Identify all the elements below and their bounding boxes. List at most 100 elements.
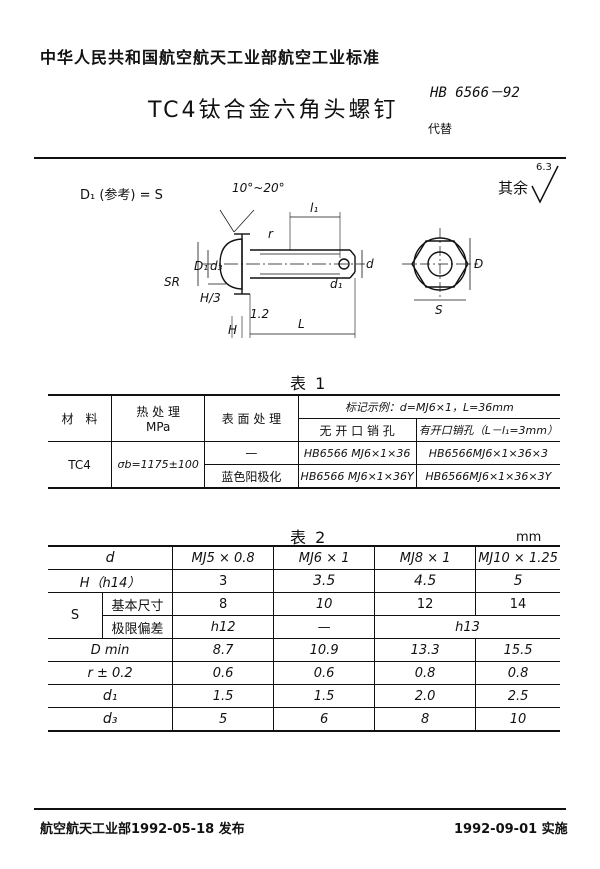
row-label-S-tolerance: 极限偏差 — [102, 615, 174, 639]
issuing-organization: 中华人民共和国航空航天工业部航空工业标准 — [40, 48, 381, 67]
header-size: MJ5 × 0.8 — [172, 546, 275, 570]
d-label: d — [366, 257, 374, 271]
table1-caption: 表 1 — [290, 374, 328, 393]
header-size: MJ8 × 1 — [374, 546, 477, 570]
row-label-r: r ± 0.2 — [48, 661, 174, 685]
cell-no-hole: HB6566 MJ6×1×36 — [297, 441, 417, 465]
roughness-value: 6.3 — [536, 162, 552, 173]
cell-value: 1.5 — [273, 684, 376, 708]
header-size: MJ10 × 1.25 — [475, 546, 560, 570]
implementation-date: 1992-09-01 实施 — [454, 822, 568, 837]
table-row: TC4 σb=1175±100 — HB6566 MJ6×1×36 HB6566… — [48, 441, 560, 489]
issue-date: 航空航天工业部1992-05-18 发布 — [40, 822, 245, 837]
cell-value: h13 — [374, 615, 560, 639]
cell-value: 1.5 — [172, 684, 275, 708]
chamfer-label: 1.2 — [250, 307, 269, 321]
H-label: H — [228, 323, 237, 337]
standard-number: HB 6566－92 — [430, 85, 520, 101]
d3-label: d₃ — [210, 259, 223, 273]
cell-value: 3.5 — [273, 569, 376, 593]
cell-value: 4.5 — [374, 569, 477, 593]
cell-with-hole: HB6566MJ6×1×36×3Y — [415, 464, 560, 488]
cell-heat-treatment: σb=1175±100 — [111, 441, 206, 489]
cell-with-hole: HB6566MJ6×1×36×3 — [415, 441, 560, 465]
cell-surface: 蓝色阳极化 — [204, 464, 299, 488]
cell-surface: — — [204, 441, 299, 465]
footer-rule — [34, 808, 566, 810]
cell-value: — — [273, 615, 376, 639]
header-size: MJ6 × 1 — [273, 546, 376, 570]
table-row: D min 8.7 10.9 13.3 15.5 — [48, 638, 560, 662]
table2-caption: 表 2 — [290, 528, 328, 547]
cell-value: 10 — [273, 592, 376, 616]
row-label-d3: d₃ — [48, 707, 174, 731]
table-row: H（h14） 3 3.5 4.5 5 — [48, 569, 560, 593]
cell-value: 12 — [374, 592, 477, 616]
S-label: S — [435, 303, 443, 317]
roughness-label: 其余 — [498, 179, 529, 197]
cell-value: 10.9 — [273, 638, 376, 662]
D1-label: D₁ — [194, 259, 208, 273]
cell-value: 3 — [172, 569, 275, 593]
table-row: S 基本尺寸 8 10 12 14 — [48, 592, 560, 639]
header-material: 材 料 — [48, 395, 113, 442]
table-row: r ± 0.2 0.6 0.6 0.8 0.8 — [48, 661, 560, 685]
cell-value: 14 — [475, 592, 560, 616]
header-surface-treatment: 表 面 处 理 — [204, 395, 299, 442]
cell-value: 2.0 — [374, 684, 477, 708]
row-label-d1: d₁ — [48, 684, 174, 708]
cell-value: 0.8 — [374, 661, 477, 685]
cell-material: TC4 — [48, 441, 113, 489]
header-d: d — [48, 546, 174, 570]
header-heat-treatment-label: 热 处 理 — [136, 405, 180, 419]
header-marking-example: 标记示例：d=MJ6×1，L=36mm — [297, 395, 560, 419]
cell-value: 8 — [374, 707, 477, 731]
reference-note: D₁ (参考) = S — [80, 188, 163, 203]
cell-value: 2.5 — [475, 684, 560, 708]
cell-value: 6 — [273, 707, 376, 731]
cell-value: 10 — [475, 707, 560, 731]
screw-drawing: 10°~20° l₁ r D₁ d₃ SR H/3 1.2 H L d d₁ D… — [164, 181, 483, 338]
surface-roughness-symbol: 其余 6.3 — [498, 162, 568, 208]
l1-label: l₁ — [310, 201, 318, 215]
d1-label: d₁ — [330, 277, 343, 291]
cell-value: 13.3 — [374, 638, 477, 662]
H3-label: H/3 — [200, 291, 221, 305]
cell-value: 0.6 — [273, 661, 376, 685]
table-row: d MJ5 × 0.8 MJ6 × 1 MJ8 × 1 MJ10 × 1.25 — [48, 546, 560, 570]
table-row: 极限偏差 h12 — h13 — [48, 615, 560, 639]
cell-value: 8 — [172, 592, 275, 616]
SR-label: SR — [164, 275, 180, 289]
table2-unit: mm — [516, 530, 542, 545]
cell-no-hole: HB6566 MJ6×1×36Y — [297, 464, 417, 488]
cell-value: 15.5 — [475, 638, 560, 662]
header-without-pin-hole: 无 开 口 销 孔 — [298, 418, 417, 442]
cell-value: h12 — [172, 615, 275, 639]
cell-value: 8.7 — [172, 638, 275, 662]
table-row: 蓝色阳极化 HB6566 MJ6×1×36Y HB6566MJ6×1×36×3Y — [48, 464, 560, 488]
table-row: d₃ 5 6 8 10 — [48, 707, 560, 731]
header-rule — [34, 157, 566, 159]
replaces-label: 代替 — [428, 122, 453, 136]
table-row: d₁ 1.5 1.5 2.0 2.5 — [48, 684, 560, 708]
cell-value: 0.8 — [475, 661, 560, 685]
cell-value: 0.6 — [172, 661, 275, 685]
roughness-check-icon — [531, 165, 559, 204]
row-label-Dmin: D min — [48, 638, 174, 662]
cell-value: 5 — [475, 569, 560, 593]
header-heat-treatment-unit: MPa — [145, 420, 171, 434]
document-title: TC4钛合金六角头螺钉 — [148, 98, 399, 123]
header-with-pin-hole: 有开口销孔（L－l₁=3mm） — [415, 418, 560, 442]
cell-value: 5 — [172, 707, 275, 731]
row-label-H: H（h14） — [48, 569, 174, 593]
D-label: D — [474, 257, 483, 271]
r-label: r — [268, 227, 274, 241]
L-label: L — [298, 317, 305, 331]
row-label-S: S — [48, 592, 103, 639]
row-label-S-basic: 基本尺寸 — [101, 592, 174, 616]
angle-label: 10°~20° — [232, 181, 285, 195]
table2: d MJ5 × 0.8 MJ6 × 1 MJ8 × 1 MJ10 × 1.25 … — [48, 545, 560, 732]
